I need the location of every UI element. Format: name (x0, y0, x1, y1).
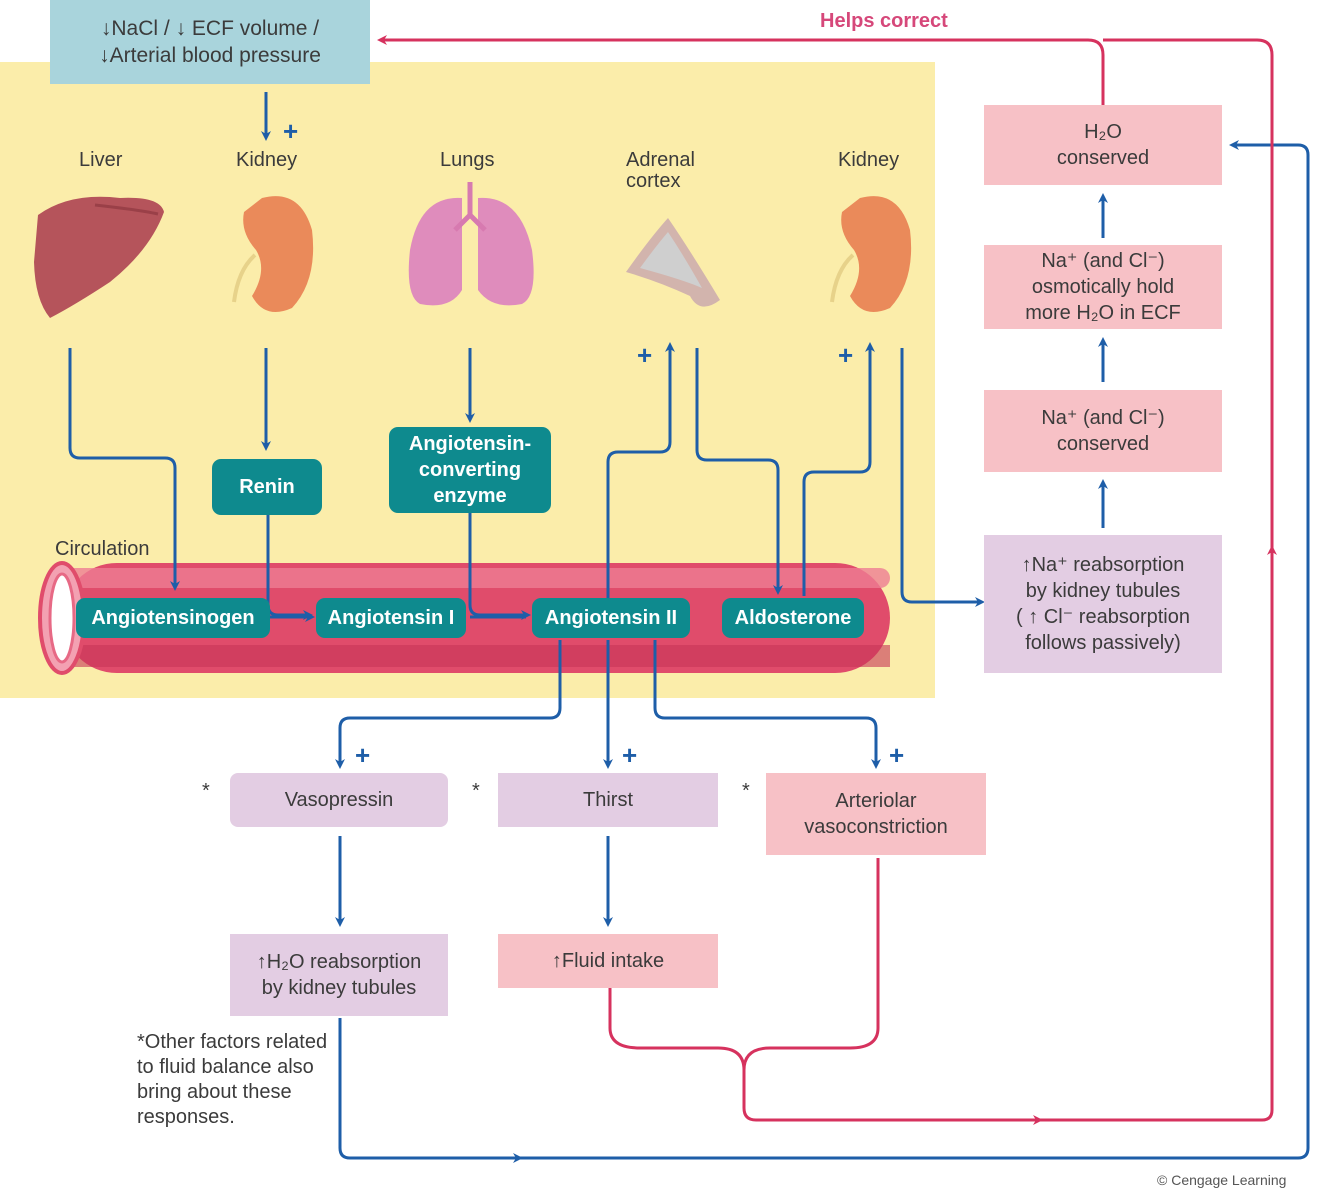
arrow-adrenal-to-aldosterone (695, 348, 783, 595)
vasopressin-box: Vasopressin (230, 773, 448, 827)
plus-sign: + (889, 740, 905, 770)
lungs-image (408, 182, 534, 306)
arrow-vasoconstriction-merge (742, 858, 880, 1071)
kidney1-label: Kidney (236, 149, 298, 171)
footnote: *Other factors related to fluid balance … (137, 1031, 328, 1128)
na-reabsorption-line2: by kidney tubules (1025, 580, 1181, 602)
arrow-helps-correct-right (1103, 38, 1274, 548)
angiotensinogen-box: Angiotensinogen (76, 598, 270, 638)
kidney2-image (830, 196, 912, 312)
arrow-aldosterone-to-kidney2 (802, 342, 875, 596)
na-reabsorption-line4: follows passively) (1025, 632, 1181, 654)
lungs-label: Lungs (440, 149, 495, 171)
h2o-conserved-box: H₂O conserved (984, 105, 1222, 185)
arrow-angiotensin2-to-adrenal (606, 342, 675, 600)
angiotensin2-box: Angiotensin II (532, 598, 690, 638)
liver-label: Liver (79, 149, 123, 171)
h2o-reabsorption-box: ↑H₂O reabsorption by kidney tubules (230, 934, 448, 1016)
h2o-conserved-line1: H₂O (1084, 121, 1122, 143)
credit: © Cengage Learning (1157, 1172, 1287, 1188)
na-reabsorption-box: ↑Na⁺ reabsorption by kidney tubules ( ↑ … (984, 535, 1222, 673)
kidney2-label: Kidney (838, 149, 900, 171)
osmotic-box: Na⁺ (and Cl⁻) osmotically hold more H₂O … (984, 245, 1222, 329)
asterisk: * (472, 780, 480, 802)
osmotic-line2: osmotically hold (1031, 276, 1175, 298)
h2o-conserved-line2: conserved (1056, 147, 1150, 169)
adrenal-cortex-image (626, 218, 720, 307)
arrow-ace-to-angiotensin2 (468, 512, 531, 620)
h2o-reabsorption-line1: ↑H₂O reabsorption (256, 951, 422, 973)
na-reabsorption-line3: ( ↑ Cl⁻ reabsorption (1016, 606, 1190, 628)
angiotensin1-box: Angiotensin I (316, 598, 466, 638)
kidney1-image (232, 196, 314, 312)
arrow-angiotensin2-to-vasoconstriction (653, 640, 881, 769)
fluid-intake-box: ↑Fluid intake (498, 934, 718, 988)
asterisk: * (202, 780, 210, 802)
vasoconstriction-box: Arteriolar vasoconstriction (766, 773, 986, 855)
arrow-h2o-reabsorption-to-h2o-conserved (338, 140, 1310, 1160)
arrow-fluid-intake-merge (608, 545, 1277, 1122)
circulation-label: Circulation (55, 538, 150, 560)
liver-image (34, 196, 164, 318)
plus-sign: + (355, 740, 371, 770)
renin-box: Renin (212, 459, 322, 515)
vasoconstriction-line1: Arteriolar (835, 790, 917, 812)
stimulus-line1: ↓NaCl / ↓ ECF volume / (100, 17, 320, 40)
plus-sign: + (622, 740, 638, 770)
vasoconstriction-line2: vasoconstriction (804, 816, 948, 838)
osmotic-line3: more H₂O in ECF (1025, 302, 1181, 324)
stimulus-box: ↓NaCl / ↓ ECF volume / ↓Arterial blood p… (50, 0, 370, 84)
arrow-kidney2-to-na-reabsorption (900, 348, 985, 607)
arrow-liver-to-angiotensinogen (68, 348, 180, 591)
thirst-box: Thirst (498, 773, 718, 827)
na-reabsorption-line1: ↑Na⁺ reabsorption (1021, 554, 1185, 576)
helps-correct-label: Helps correct (820, 10, 948, 32)
adrenal-cortex-label: Adrenal cortex (626, 149, 695, 192)
stimulus-line2: ↓Arterial blood pressure (99, 44, 321, 67)
ace-box: Angiotensin-converting enzyme (389, 427, 551, 513)
aldosterone-box: Aldosterone (722, 598, 864, 638)
plus-sign: + (637, 340, 653, 370)
plus-sign: + (283, 116, 299, 146)
arrow-angiotensin2-to-vasopressin (335, 640, 562, 769)
osmotic-line1: Na⁺ (and Cl⁻) (1041, 250, 1165, 272)
na-conserved-box: Na⁺ (and Cl⁻) conserved (984, 390, 1222, 472)
na-conserved-line1: Na⁺ (and Cl⁻) (1041, 407, 1165, 429)
arrow-helps-correct (377, 35, 1105, 105)
h2o-reabsorption-line2: by kidney tubules (261, 977, 417, 999)
na-conserved-line2: conserved (1056, 433, 1150, 455)
plus-sign: + (838, 340, 854, 370)
asterisk: * (742, 780, 750, 802)
